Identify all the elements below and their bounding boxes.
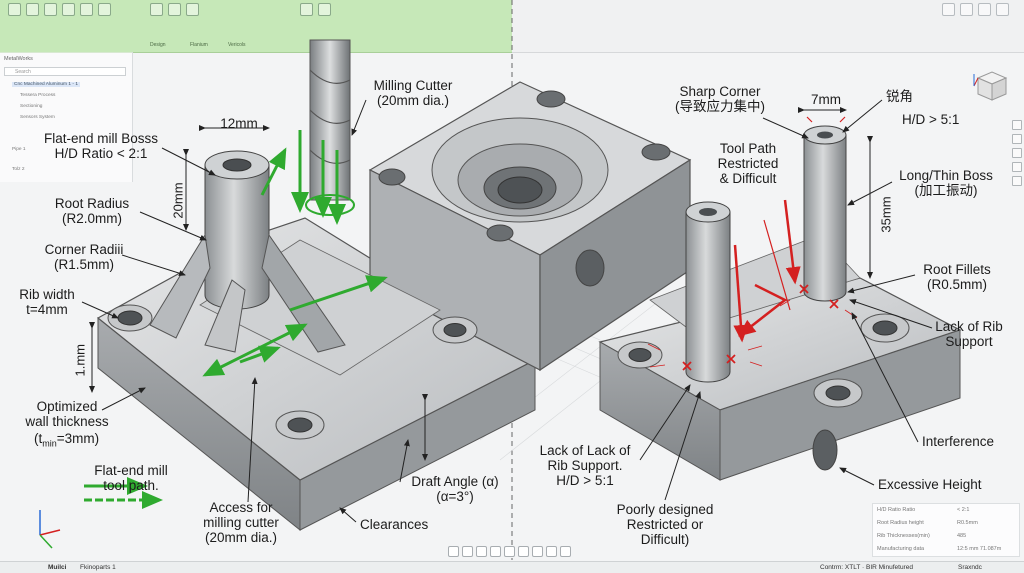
label-hd-ratio: H/D > 5:1 (902, 112, 960, 127)
view-tool-icon[interactable] (546, 546, 557, 557)
tree-item[interactable]: Sensors System (20, 115, 55, 120)
prop-label: Root Radius height (877, 520, 924, 526)
tree-item[interactable]: Sectioning (20, 104, 43, 109)
label-lack-of-lack: Lack of Lack of Rib Support. H/D > 5:1 (539, 443, 631, 488)
view-tool-icon[interactable] (518, 546, 529, 557)
label-tool-path: Flat-end mill tool path. (94, 463, 168, 493)
status-tab-muilci[interactable]: Muilci (48, 564, 67, 571)
left-leader-lines (81, 99, 428, 523)
tree-item[interactable]: Pipe 1 (12, 147, 26, 152)
label-tmin: (tmin=3mm) (34, 431, 100, 449)
left-toolbar: Design Flanium Vericols (0, 0, 512, 53)
view-cube-icon[interactable] (972, 66, 1012, 106)
toolbar-icon[interactable] (26, 3, 39, 16)
properties-panel: H/D Ratio Ratio < 2:1 Root Radius height… (872, 503, 1020, 557)
toolbar-icon[interactable] (300, 3, 313, 16)
label-root-radius: Root Radius (R2.0mm) (54, 196, 130, 226)
side-tool-icon[interactable] (1012, 176, 1022, 186)
label-rib-width: Rib width t=4mm (19, 287, 75, 317)
prop-label: Rib Thicknesses(min) (877, 533, 930, 539)
prop-value: < 2:1 (957, 507, 970, 513)
prop-value: 485 (957, 533, 967, 539)
green-tool-path-arrows (84, 130, 388, 509)
tree-item[interactable]: Tessera Process (20, 93, 56, 98)
label-long-thin-boss: Long/Thin Boss (加工振动) (899, 168, 993, 198)
toolbar-icon[interactable] (98, 3, 111, 16)
right-toolbar (512, 0, 1024, 53)
right-leader-lines (639, 99, 933, 501)
feature-tree-panel: MetalWorks Search Cnc Machined Aluminum … (0, 52, 133, 182)
dim-12mm: 12mm (220, 116, 258, 131)
label-optimized-wall: Optimized wall thickness (25, 399, 109, 429)
view-tool-icon[interactable] (504, 546, 515, 557)
toolbar-icon[interactable] (8, 3, 21, 16)
status-right-text: Sraxndc (958, 564, 982, 571)
prop-value: 12:5 mm 71.087m (957, 546, 1002, 552)
dim-35mm: 35mm (878, 196, 894, 233)
label-excessive-height: Excessive Height (878, 477, 982, 492)
prop-label: Manufacturing data (877, 546, 925, 552)
label-root-fillets: Root Fillets (R0.5mm) (923, 262, 991, 292)
side-tool-icon[interactable] (1012, 120, 1022, 130)
side-tool-icon[interactable] (1012, 134, 1022, 144)
right-part-poor-design (598, 125, 962, 481)
label-poorly-designed: Poorly designed Restricted or Difficult) (616, 502, 714, 547)
view-tool-icon[interactable] (532, 546, 543, 557)
tree-item[interactable]: Tolz 2 (12, 167, 25, 172)
dim-20mm: 20mm (170, 182, 186, 219)
label-corner-radii: Corner Radiii (R1.5mm) (44, 242, 124, 272)
dim-7mm: 7mm (811, 92, 841, 107)
label-milling-cutter: Milling Cutter (20mm dia.) (373, 78, 453, 108)
toolbar-icon[interactable] (168, 3, 181, 16)
label-clearances: Clearances (360, 517, 429, 532)
tab-flanium[interactable]: Flanium (190, 42, 208, 48)
toolbar-icon[interactable] (80, 3, 93, 16)
tab-design[interactable]: Design (150, 42, 166, 48)
tree-item[interactable]: Cnc Machined Aluminum 1 - 1 (12, 82, 80, 87)
label-flat-end-boss: Flat-end mill Bosss H/D Ratio < 2:1 (43, 131, 159, 161)
status-center-text: Contrm: XTLT · BIR Minufetured (820, 564, 913, 571)
label-interference: Interference (922, 434, 995, 449)
label-lack-rib-support: Lack of Rib Support (935, 319, 1003, 349)
status-bar: Muilci Fkinoparts 1 Contrm: XTLT · BIR M… (0, 561, 1024, 573)
toolbar-icon[interactable] (44, 3, 57, 16)
view-tool-icon[interactable] (490, 546, 501, 557)
status-tab-fkinoparts[interactable]: Fkinoparts 1 (80, 564, 116, 571)
axis-triad-icon (39, 510, 61, 549)
toolbar-icon[interactable] (960, 3, 973, 16)
label-access-cutter: Access for milling cutter (20mm dia.) (203, 500, 279, 545)
toolbar-icon[interactable] (62, 3, 75, 16)
prop-label: H/D Ratio Ratio (877, 507, 916, 513)
toolbar-icon[interactable] (996, 3, 1009, 16)
label-sharp-corner: Sharp Corner (导致应力集中) (675, 84, 765, 114)
view-tool-icon[interactable] (448, 546, 459, 557)
dim-1mm: 1.mm (72, 344, 88, 377)
tree-search-input[interactable]: Search (4, 67, 126, 76)
tree-title: MetalWorks (4, 56, 33, 62)
side-tool-icon[interactable] (1012, 148, 1022, 158)
toolbar-icon[interactable] (318, 3, 331, 16)
red-warning-marks (647, 116, 858, 371)
toolbar-icon[interactable] (150, 3, 163, 16)
toolbar-icon[interactable] (186, 3, 199, 16)
label-tool-path-restricted: Tool Path Restricted & Difficult (717, 141, 779, 186)
view-tool-icon[interactable] (476, 546, 487, 557)
view-tool-icon[interactable] (560, 546, 571, 557)
side-tool-icon[interactable] (1012, 162, 1022, 172)
toolbar-icon[interactable] (978, 3, 991, 16)
view-tool-icon[interactable] (462, 546, 473, 557)
toolbar-icon[interactable] (942, 3, 955, 16)
prop-value: R0.5mm (957, 520, 978, 526)
right-icon-strip (1011, 120, 1023, 320)
label-draft-angle: Draft Angle (α) (α=3°) (411, 474, 499, 504)
tab-vericols[interactable]: Vericols (228, 42, 246, 48)
label-ruijiao: 锐角 (886, 89, 913, 104)
